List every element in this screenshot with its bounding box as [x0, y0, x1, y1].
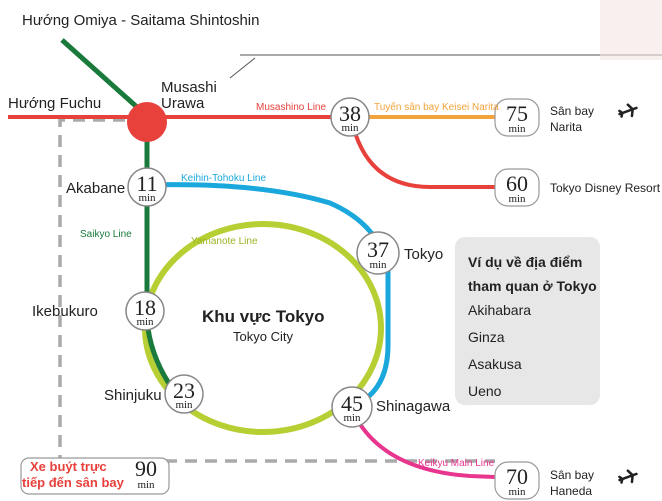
keihin-tohoku-label: Keihin-Tohoku Line: [181, 173, 266, 184]
narita-label-2: Narita: [550, 120, 582, 134]
bus-route-line: [58, 118, 165, 461]
tokyo-time-badge: 37 min: [356, 231, 400, 275]
ikebukuro-time-badge: 18 min: [125, 291, 165, 331]
svg-text:min: min: [508, 123, 526, 135]
musashino-branch-line: [349, 116, 495, 189]
omiya-direction: Hướng Omiya - Saitama Shintoshin: [22, 12, 259, 29]
svg-text:min: min: [369, 259, 387, 271]
svg-text:60: 60: [506, 171, 528, 196]
shinjuku-label: Shinjuku: [104, 387, 162, 404]
svg-text:11: 11: [136, 171, 157, 196]
example-item: Akihabara: [468, 302, 532, 318]
svg-text:min: min: [508, 193, 526, 205]
svg-text:min: min: [343, 412, 361, 424]
example-item: Asakusa: [468, 356, 522, 372]
bus-label-1: Xe buýt trực: [30, 459, 107, 474]
svg-text:min: min: [136, 316, 154, 328]
tokyo-label: Tokyo: [404, 246, 443, 263]
musashino-time-badge: 38 min: [330, 97, 370, 137]
fuchu-direction: Hướng Fuchu: [8, 95, 101, 112]
musashino-line-label: Musashino Line: [256, 102, 326, 113]
examples-title-line-2: tham quan ở Tokyo: [468, 278, 597, 294]
svg-text:min: min: [508, 486, 526, 498]
airplane-icon: [618, 469, 638, 484]
haneda-label-2: Haneda: [550, 484, 592, 498]
haneda-label-1: Sân bay: [550, 468, 594, 482]
bus-time: 90: [135, 456, 157, 481]
akabane-time-badge: 11 min: [127, 167, 167, 207]
musashi-urawa-hub: [127, 102, 167, 142]
svg-text:min: min: [175, 399, 193, 411]
svg-text:75: 75: [506, 101, 528, 126]
musashi-urawa-label-2: Urawa: [161, 95, 205, 112]
decor-line: [229, 57, 256, 79]
center-subtitle: Tokyo City: [233, 329, 293, 344]
bus-label-2: tiếp đến sân bay: [22, 475, 125, 490]
svg-text:70: 70: [506, 464, 528, 489]
examples-panel: [455, 237, 600, 405]
omiya-line: [60, 38, 140, 110]
yamanote-line-label: Yamanote Line: [191, 236, 258, 247]
bus-unit: min: [137, 479, 155, 491]
disney-time-box: 60 min: [494, 168, 540, 207]
keikyu-line-label: Keikyu Main Line: [418, 458, 495, 469]
keisei-line-label: Tuyến sân bay Keisei Narita: [374, 101, 499, 113]
center-title: Khu vực Tokyo: [202, 307, 325, 326]
musashi-urawa-label-1: Musashi: [161, 79, 217, 96]
svg-text:45: 45: [341, 391, 363, 416]
shinjuku-time-badge: 23 min: [164, 374, 204, 414]
narita-time-box: 75 min: [494, 98, 540, 137]
example-item: Ueno: [468, 383, 502, 399]
narita-label-1: Sân bay: [550, 104, 594, 118]
svg-text:18: 18: [134, 295, 156, 320]
disney-label: Tokyo Disney Resort: [550, 181, 661, 195]
akabane-label: Akabane: [66, 180, 125, 197]
svg-text:min: min: [341, 122, 359, 134]
saikyo-line-label: Saikyo Line: [80, 229, 132, 240]
ikebukuro-label: Ikebukuro: [32, 303, 98, 320]
svg-text:38: 38: [339, 101, 361, 126]
decor-shape: [600, 0, 662, 60]
airplane-icon: [618, 103, 638, 118]
svg-text:37: 37: [367, 237, 389, 262]
svg-text:23: 23: [173, 378, 195, 403]
examples-title: Ví dụ về địa điểm tham quan ở Tokyo: [468, 250, 608, 298]
examples-title-line-1: Ví dụ về địa điểm: [468, 254, 583, 270]
haneda-time-box: 70 min: [494, 461, 540, 500]
example-item: Ginza: [468, 329, 505, 345]
keihin-tohoku-line: [146, 182, 391, 408]
shinagawa-label: Shinagawa: [376, 398, 451, 415]
shinagawa-time-badge: 45 min: [331, 386, 373, 428]
bus-info-box: Xe buýt trực tiếp đến sân bay 90 min: [20, 456, 170, 495]
svg-text:min: min: [138, 192, 156, 204]
